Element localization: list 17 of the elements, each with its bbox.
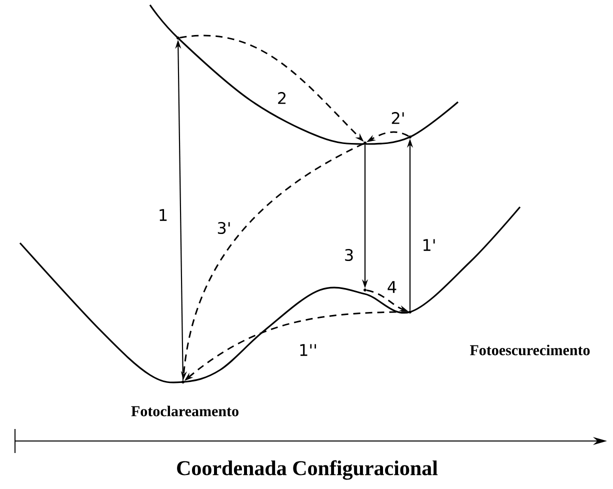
edge-label: 3 (345, 248, 353, 262)
curve-point (364, 288, 366, 292)
curve-point (408, 136, 412, 138)
curve-point (176, 36, 180, 40)
state-label: Fotoescurecimento (470, 344, 590, 356)
axis-label: Coordenada Configuracional (177, 460, 438, 480)
edge-label: 2 (278, 92, 286, 104)
curve-point (182, 380, 184, 384)
edge-label: 1 (160, 209, 167, 221)
curve-point (408, 310, 412, 314)
curve-point (364, 142, 366, 144)
state-label: Fotoclareamento (131, 406, 238, 416)
edge-label: 2' (392, 112, 404, 124)
edge-label: 4 (388, 281, 396, 293)
edge-label: 1'' (300, 344, 316, 356)
edge-label: 3' (218, 222, 230, 234)
edge-label: 1' (423, 239, 435, 251)
